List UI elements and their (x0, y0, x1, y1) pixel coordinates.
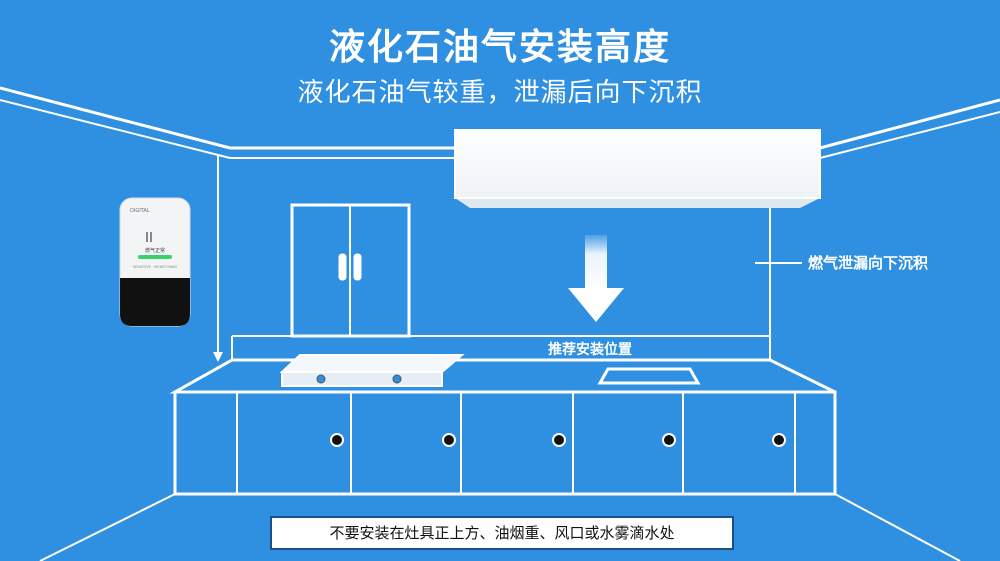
countertop (169, 358, 836, 394)
gas-stove (279, 354, 465, 387)
stove-knob-left (316, 374, 326, 384)
gas-detector: DIGITAL 燃气正常 SENSITIVE · MONITORING (119, 197, 191, 327)
wall-cabinet (290, 203, 411, 338)
warning-box: 不要安装在灶具正上方、油烟重、风口或水雾滴水处 (270, 516, 734, 550)
recommended-position-label: 推荐安装位置 (548, 342, 632, 358)
gas-sink-note: 燃气泄漏向下沉积 (808, 254, 929, 272)
range-hood (454, 129, 821, 208)
sub-title: 液化石油气较重，泄漏后向下沉积 (297, 78, 703, 108)
detector-brand: DIGITAL (130, 208, 150, 214)
detector-indicator-bar-right (150, 232, 152, 242)
cabinet-handle-left (338, 253, 347, 281)
sink (597, 367, 701, 385)
main-title: 液化石油气安装高度 (328, 27, 671, 68)
detector-small-text: SENSITIVE · MONITORING (133, 265, 178, 269)
detector-indicator-bar-left (146, 232, 148, 242)
detector-status-text: 燃气正常 (145, 247, 165, 254)
detector-indicator-light (138, 255, 172, 259)
height-indicator-arrow (213, 155, 223, 362)
cabinet-handle-right (353, 253, 362, 281)
base-cabinets (173, 390, 837, 496)
cabinet-knobs (330, 433, 786, 447)
stove-knob-right (392, 374, 402, 384)
down-arrow (568, 235, 624, 322)
floor-lines (39, 493, 961, 561)
